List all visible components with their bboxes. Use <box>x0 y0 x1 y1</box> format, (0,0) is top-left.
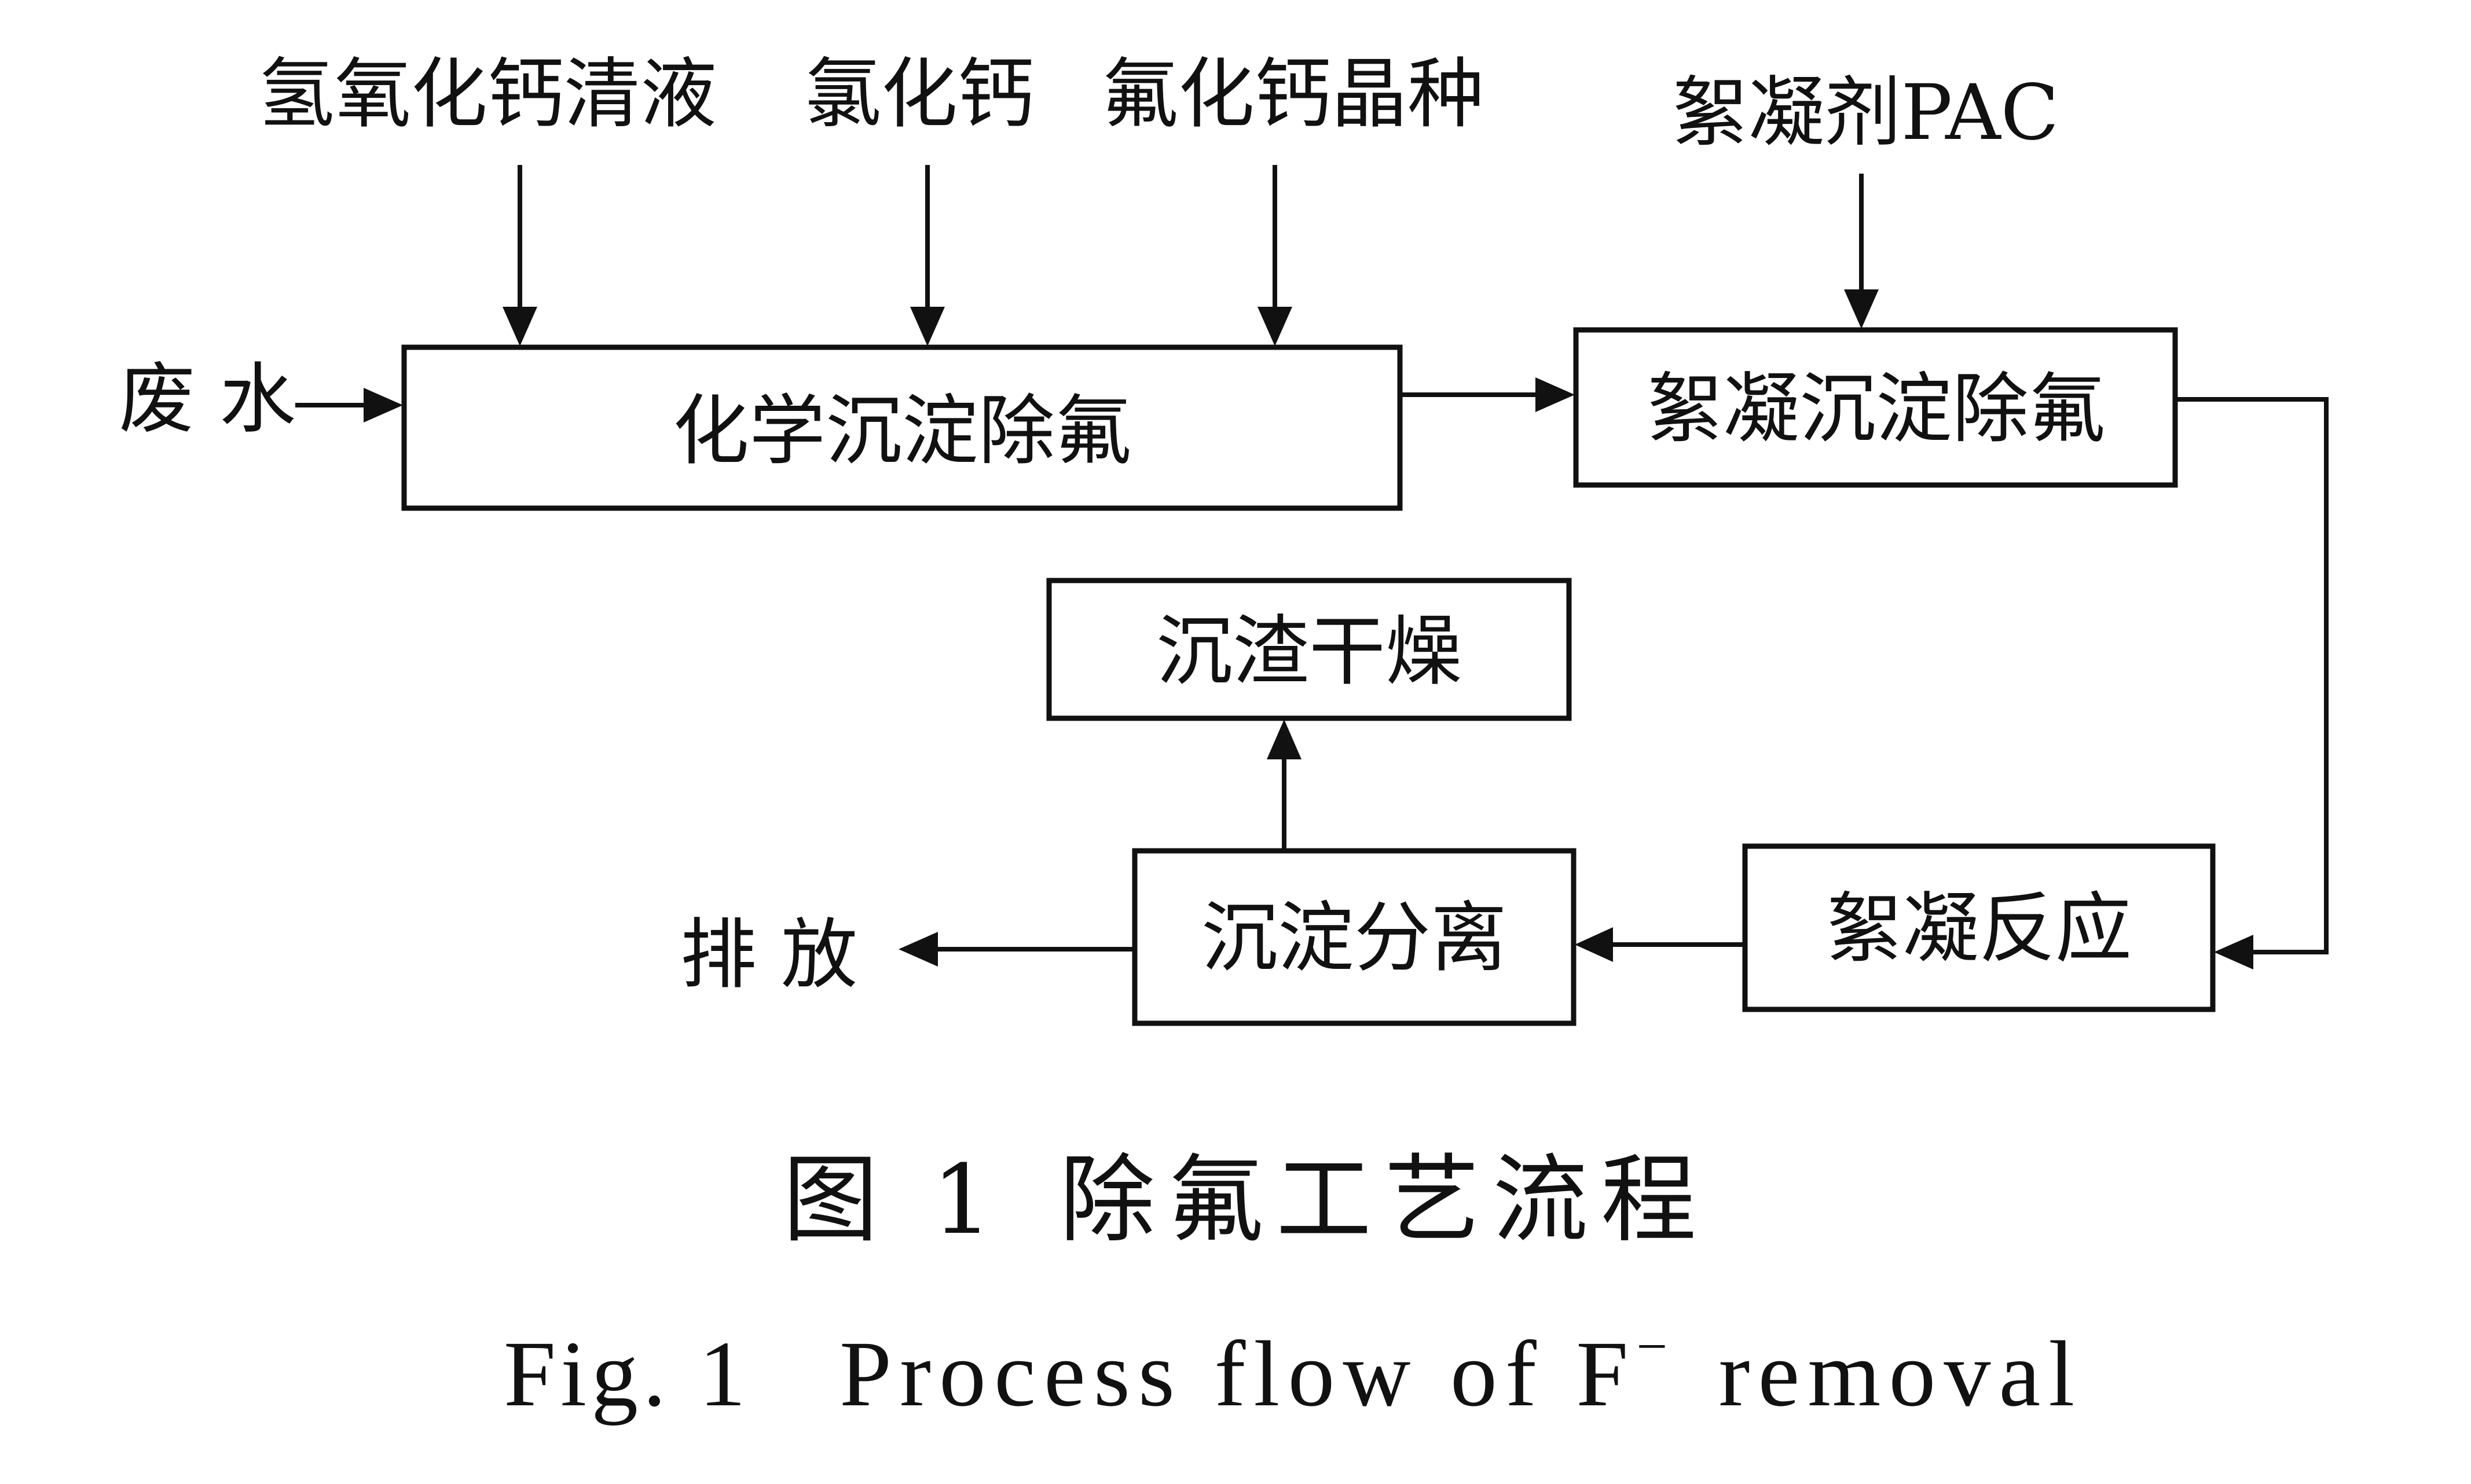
node-label-sedimentation-separation: 沉淀分离 <box>1201 894 1507 983</box>
node-label-chemical-precipitation: 化学沉淀除氟 <box>673 387 1131 476</box>
input-label-calcium-chloride: 氯化钙 <box>805 50 1034 139</box>
arrow-separation-to-discharge <box>899 932 1135 967</box>
caption-en-title: Process flow of F− removal <box>839 1316 2083 1426</box>
arrow-wastewater-to-chemical <box>295 388 403 423</box>
node-chemical-precipitation: 化学沉淀除氟 <box>401 344 1403 511</box>
caption-en-title-end: removal <box>1687 1323 2083 1426</box>
input-label-calcium-hydroxide: 氢氧化钙清液 <box>258 50 717 139</box>
node-label-flocculation-precipitation: 絮凝沉淀除氟 <box>1647 365 2105 454</box>
arrow-pac-to-flocculation <box>1844 174 1879 329</box>
arrow-seed-to-chemical <box>1258 165 1292 346</box>
node-sludge-drying: 沉渣干燥 <box>1046 578 1572 721</box>
input-label-flocculant-pac: 絮凝剂PAC <box>1671 68 2059 157</box>
node-label-flocculation-reaction: 絮凝反应 <box>1826 884 2132 974</box>
output-label-discharge: 排 放 <box>680 910 857 1000</box>
arrow-chemical-to-flocculation-precipitation <box>1400 377 1575 412</box>
input-label-calcium-fluoride-seed: 氟化钙晶种 <box>1102 50 1484 139</box>
figure-caption-en: Fig. 1 Process flow of F− removal <box>504 1316 2083 1426</box>
node-sedimentation-separation: 沉淀分离 <box>1132 848 1577 1026</box>
figure-caption-cn: 图 1 除氟工艺流程 <box>783 1144 1709 1255</box>
arrow-calcium-chloride-to-chemical <box>910 165 945 346</box>
caption-en-superscript: − <box>1636 1316 1676 1377</box>
caption-cn-number: 图 1 <box>783 1144 1004 1255</box>
arrow-separation-to-sludge-drying <box>1267 719 1302 851</box>
node-label-sludge-drying: 沉渣干燥 <box>1156 607 1462 696</box>
arrow-flocculation-precipitation-to-reaction <box>2175 397 2329 969</box>
arrow-reaction-to-separation <box>1575 927 1745 962</box>
node-flocculation-reaction: 絮凝反应 <box>1742 843 2216 1012</box>
node-flocculation-precipitation: 絮凝沉淀除氟 <box>1573 327 2178 488</box>
caption-cn-title: 除氟工艺流程 <box>1059 1144 1709 1255</box>
caption-en-title-main: Process flow of F <box>839 1323 1636 1426</box>
input-label-wastewater: 废 水 <box>119 355 296 444</box>
caption-en-number: Fig. 1 <box>504 1323 750 1426</box>
arrow-calcium-hydroxide-to-chemical <box>503 165 537 346</box>
